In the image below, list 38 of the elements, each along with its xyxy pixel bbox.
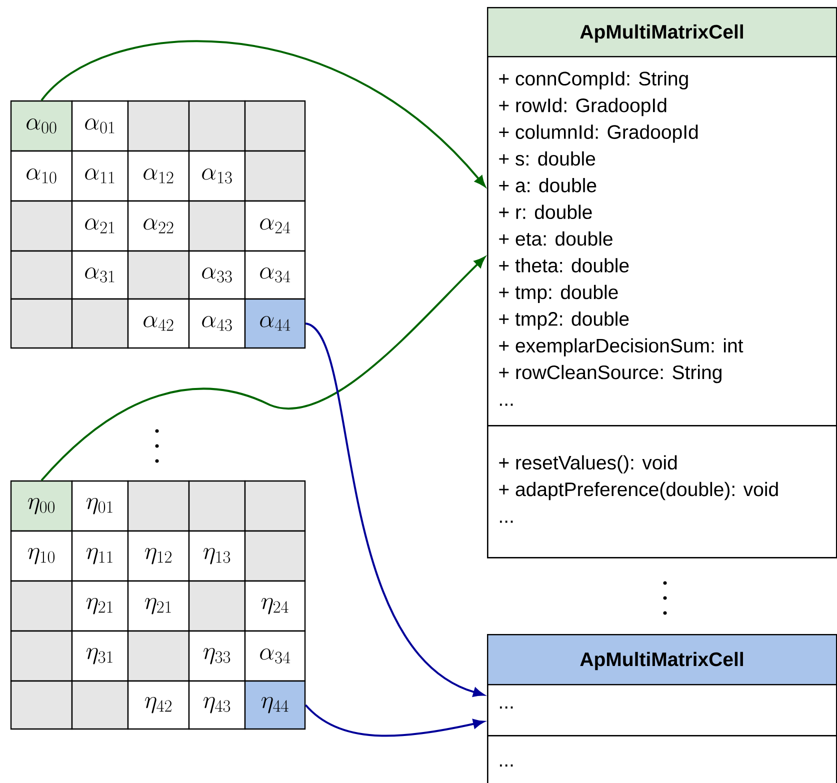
- matrix-cell: $\eta_{21}$: [127, 580, 190, 632]
- arrow: [40, 40, 486, 187]
- arrow: [304, 704, 484, 737]
- matrix-cell: $\alpha_{12}$: [127, 150, 190, 202]
- matrix-cell: $\eta_{10}$: [10, 530, 73, 582]
- matrix-cell: $\eta_{21}$: [71, 580, 129, 632]
- matrix-cell: $\alpha_{43}$: [188, 298, 246, 349]
- arrow: [40, 256, 486, 482]
- matrix-cell: $\eta_{42}$: [127, 680, 190, 730]
- class-compartment: ...: [487, 735, 837, 783]
- matrix-cell: $\eta_{33}$: [188, 630, 246, 682]
- matrix-cell: $\alpha_{10}$: [10, 150, 73, 202]
- matrix-cell: $\alpha_{34}$: [244, 250, 306, 300]
- matrix-cell: $\alpha_{42}$: [127, 298, 190, 349]
- matrix-cell: $\alpha_{01}$: [71, 100, 129, 152]
- matrix-cell: $\alpha_{31}$: [71, 250, 129, 300]
- matrix-cell: $\eta_{43}$: [188, 680, 246, 730]
- matrix-cell: $\alpha_{33}$: [188, 250, 246, 300]
- matrix-cell: $\eta_{01}$: [71, 480, 129, 532]
- matrix-cell: $\eta_{24}$: [244, 580, 306, 632]
- matrix-cell: $\eta_{31}$: [71, 630, 129, 682]
- matrix-cell: $\alpha_{00}$: [10, 100, 73, 152]
- matrix-cell: $\alpha_{24}$: [244, 200, 306, 252]
- matrix-cell: $\eta_{12}$: [127, 530, 190, 582]
- matrix-cell: $\alpha_{13}$: [188, 150, 246, 202]
- matrix-cell: $\eta_{11}$: [71, 530, 129, 582]
- matrix-cell: $\eta_{44}$: [244, 680, 306, 730]
- matrix-cell: $\alpha_{11}$: [71, 150, 129, 202]
- arrow: [305, 322, 484, 697]
- matrix-cell: $\alpha_{21}$: [71, 200, 129, 252]
- class-compartment: ...: [487, 684, 837, 736]
- matrix-cell: $\alpha_{34}$: [244, 630, 306, 682]
- class-compartment: + connCompId: String + rowId: GradoopId + columnId: GradoopId + s: double + a: double + r: double + eta: double + theta: double + tmp: double + tmp2: double + exemplarDecisionSum: int + rowCleanSource: String ...: [487, 56, 837, 426]
- matrix-cell: $\eta_{00}$: [10, 480, 73, 532]
- matrix-cell: $\alpha_{22}$: [127, 200, 190, 252]
- matrix-cell: $\alpha_{44}$: [244, 298, 306, 349]
- class-compartment: + resetValues(): void + adaptPreference(double): void ...: [487, 425, 837, 558]
- matrix-cell: $\eta_{13}$: [188, 530, 246, 582]
